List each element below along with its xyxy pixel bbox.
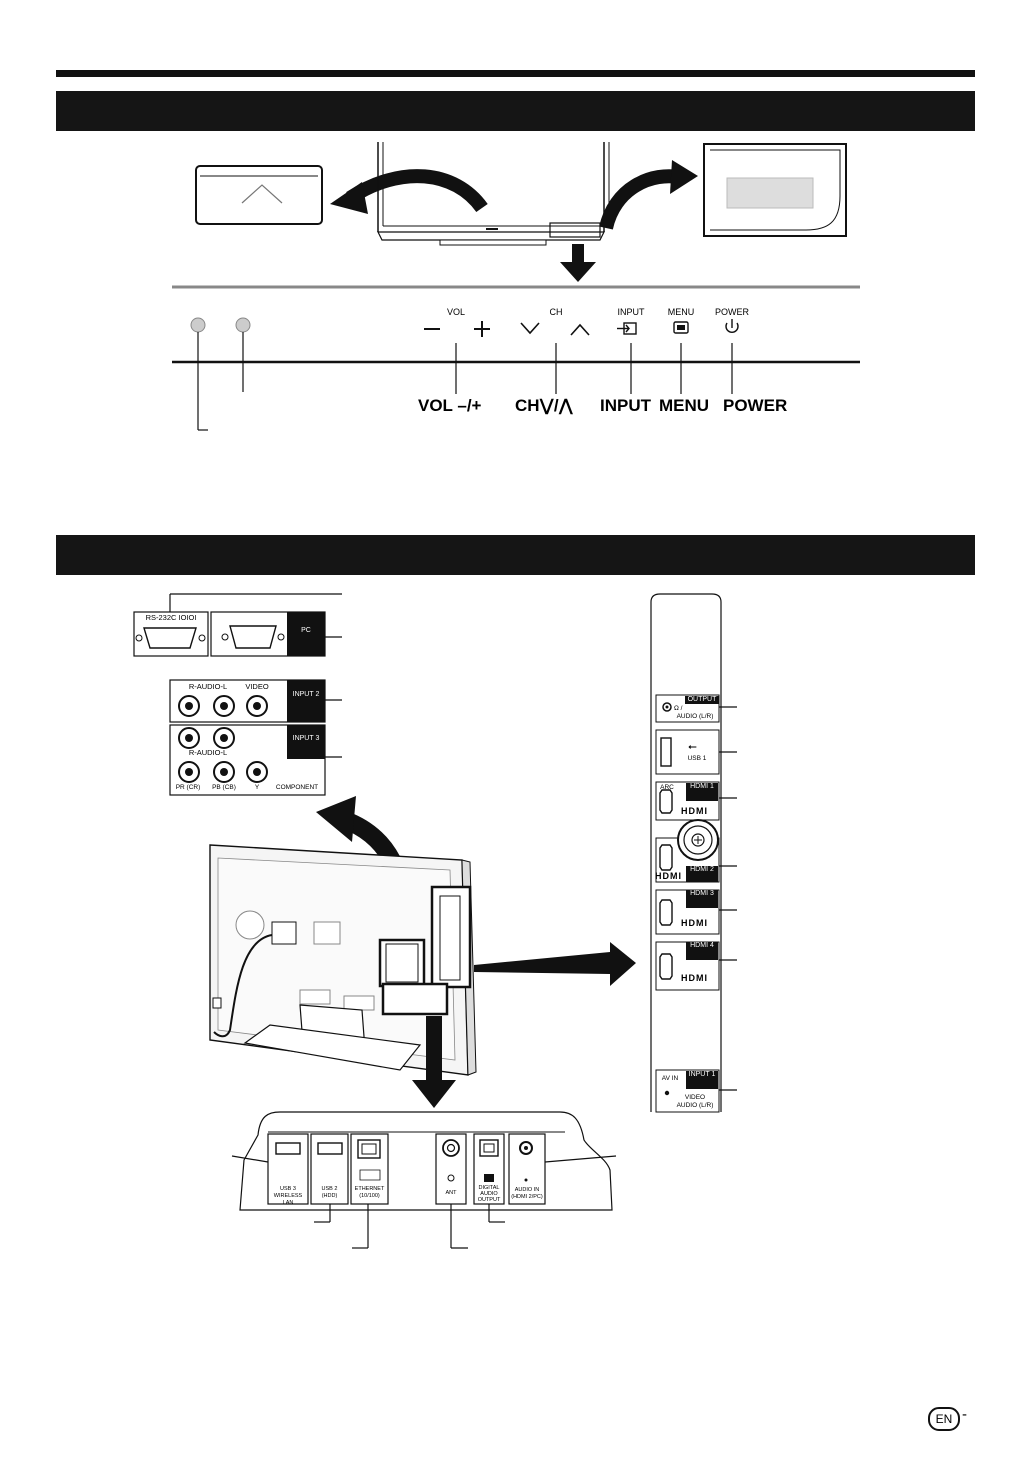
av-in-label: AV IN bbox=[661, 1075, 679, 1082]
usb3-label: USB 3 bbox=[280, 1186, 296, 1192]
hdmi1-badge: HDMI 1 bbox=[686, 783, 718, 801]
input2-badge: INPUT 2 bbox=[292, 691, 320, 698]
hdmi4-badge: HDMI 4 bbox=[686, 942, 718, 960]
hdmi3-logo: HDMI bbox=[681, 918, 708, 928]
ch-small-label: CH bbox=[549, 307, 563, 317]
menu-button-label: MENU bbox=[659, 396, 710, 415]
ch-button-label: CH⋁/⋀ bbox=[515, 396, 573, 415]
usb2-hdd-label: (HDD) bbox=[321, 1193, 338, 1199]
tv-front-illustration bbox=[172, 142, 860, 431]
usb1-label: USB 1 bbox=[687, 755, 707, 762]
hdmi2-badge: HDMI 2 bbox=[686, 866, 718, 882]
audio-in-label: AUDIO IN bbox=[514, 1187, 540, 1193]
hdmi4-logo: HDMI bbox=[681, 973, 708, 983]
pc-badge: PC bbox=[301, 627, 311, 634]
input3-pb-label: PB (CB) bbox=[212, 784, 236, 791]
ethernet-label: ETHERNET bbox=[354, 1186, 385, 1192]
wireless-lan-label: WIRELESS LAN bbox=[273, 1193, 303, 1206]
section-band-terminals bbox=[56, 535, 975, 575]
input-small-label: INPUT bbox=[617, 307, 645, 317]
input3-badge: INPUT 3 bbox=[292, 735, 320, 742]
input2-video-label: VIDEO bbox=[245, 682, 269, 691]
page-number-dash: - bbox=[962, 1406, 967, 1423]
audio-in-source-label: (HDMI 2/PC) bbox=[511, 1194, 543, 1200]
input3-audio-label: R-AUDIO-L bbox=[188, 748, 228, 757]
vol-small-label: VOL bbox=[446, 307, 465, 317]
rs232c-label: RS-232C IOIOI bbox=[145, 613, 197, 622]
hdmi3-badge: HDMI 3 bbox=[686, 890, 718, 908]
power-small-label: POWER bbox=[714, 307, 749, 317]
input1-audio-lr-label: AUDIO (L/R) bbox=[676, 1102, 714, 1109]
input-button-label: INPUT bbox=[600, 396, 651, 415]
arc-label: ARC bbox=[660, 784, 674, 791]
hdmi1-logo: HDMI bbox=[681, 806, 708, 816]
language-badge: EN bbox=[928, 1407, 960, 1431]
input3-component-label: COMPONENT bbox=[275, 784, 319, 791]
input3-pr-label: PR (CR) bbox=[175, 784, 201, 791]
ethernet-speed-label: (10/100) bbox=[359, 1193, 380, 1199]
ant-label: ANT bbox=[445, 1190, 457, 1196]
vol-button-label: VOL –/+ bbox=[418, 396, 482, 415]
headphone-label: Ω / bbox=[674, 705, 683, 712]
usb2-label: USB 2 bbox=[321, 1186, 338, 1192]
output-audio-lr-label: AUDIO (L/R) bbox=[676, 713, 714, 720]
digital-audio-output-label: DIGITAL AUDIO OUTPUT bbox=[477, 1185, 501, 1203]
output-badge: OUTPUT bbox=[685, 696, 719, 704]
input2-audio-label: R-AUDIO-L bbox=[188, 682, 228, 691]
section-band-front-controls bbox=[56, 91, 975, 131]
input1-video-label: VIDEO bbox=[684, 1094, 706, 1101]
top-rule bbox=[56, 70, 975, 77]
input1-badge: INPUT 1 bbox=[686, 1071, 718, 1089]
input3-y-label: Y bbox=[254, 784, 260, 791]
hdmi2-logo: HDMI bbox=[655, 871, 682, 881]
usb1-icon: ⭠ bbox=[688, 741, 697, 753]
menu-small-label: MENU bbox=[667, 307, 695, 317]
power-button-label: POWER bbox=[723, 396, 788, 415]
